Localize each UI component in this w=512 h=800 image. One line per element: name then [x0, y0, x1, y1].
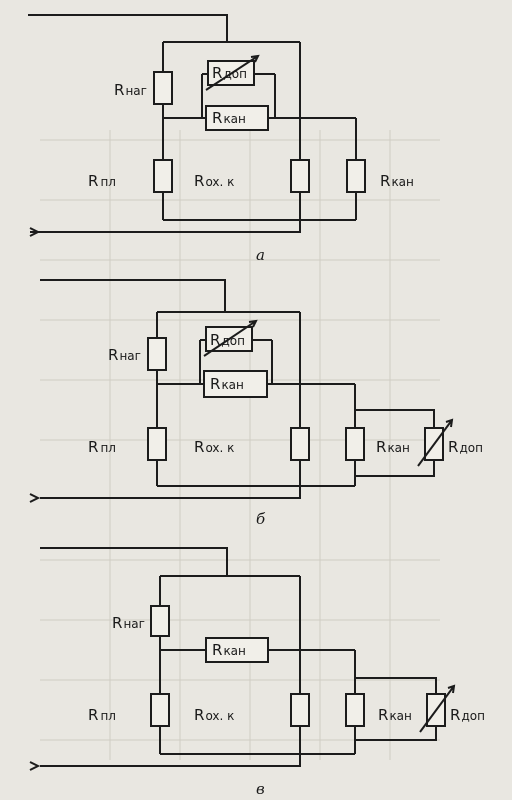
- diagram-c-caption: в: [256, 780, 265, 798]
- diagram-b-wires: [29, 279, 435, 503]
- diagram-b-caption: б: [256, 510, 266, 528]
- diagram-b-r-dop-parallel-arrowhead: [445, 418, 454, 428]
- diagram-c-r-dop-parallel-variable-arrow: [419, 685, 455, 733]
- diagram-c-label-r-kan-series: Rкан: [212, 641, 246, 659]
- diagram-b-r-kan-series-resistor: [203, 370, 268, 398]
- diagram-a-wires: [28, 14, 357, 237]
- diagram-b-r-dop-parallel-variable-arrow: [417, 419, 453, 467]
- diagram-c-label-r-dop-parallel: Rдоп: [450, 706, 485, 724]
- diagram-c-label-r-kan-parallel: Rкан: [378, 706, 412, 724]
- diagram-b-r-nag-resistor: [147, 337, 167, 371]
- diagram-a-r-dop-arrowhead: [250, 54, 260, 63]
- diagram-a-label-r-dop: Rдоп: [212, 64, 247, 82]
- diagram-b-label-r-kan-parallel: Rкан: [376, 438, 410, 456]
- diagram-a-caption: а: [256, 246, 265, 264]
- diagram-a-r-pl-resistor: [153, 159, 173, 193]
- diagram-c-wires: [29, 547, 437, 771]
- diagram-c-r-kan-series-resistor: [205, 637, 269, 663]
- diagram-a-r-dop-variable-arrow: [205, 55, 259, 91]
- diagram-b-r-kan-parallel-resistor: [345, 427, 365, 461]
- diagram-b-r-dop-variable-arrow: [203, 320, 257, 357]
- diagram-c-label-r-oxk: Rox. к: [194, 706, 234, 724]
- diagram-c-r-dop-parallel-arrowhead: [447, 684, 456, 694]
- diagram-a-r-kan-series-resistor: [205, 105, 269, 131]
- diagram-a-label-r-oxk: Rox. к: [194, 172, 234, 190]
- diagram-b-label-r-nag: Rнаг: [108, 346, 141, 364]
- diagram-c-label-r-nag: Rнаг: [112, 614, 145, 632]
- diagram-a-label-r-kan-parallel: Rкан: [380, 172, 414, 190]
- diagram-b-r-dop-arrowhead: [248, 319, 258, 328]
- diagram-b-label-r-oxk: Rox. к: [194, 438, 234, 456]
- diagram-c-r-oxk-resistor: [290, 693, 310, 727]
- diagram-a-label-r-nag: Rнаг: [114, 81, 147, 99]
- diagram-b-r-oxk-resistor: [290, 427, 310, 461]
- diagram-a-r-nag-resistor: [153, 71, 173, 105]
- diagram-b-r-pl-resistor: [147, 427, 167, 461]
- diagram-a-label-r-kan-series: Rкан: [212, 109, 246, 127]
- diagram-a-r-oxk-resistor: [290, 159, 310, 193]
- diagram-a-r-kan-parallel-resistor: [346, 159, 366, 193]
- diagram-c-r-kan-parallel-resistor: [345, 693, 365, 727]
- diagram-b-label-r-kan-series: Rкан: [210, 375, 244, 393]
- diagram-c-r-pl-resistor: [150, 693, 170, 727]
- background-grid: [40, 130, 440, 760]
- diagram-b-label-r-dop: Rдоп: [210, 331, 245, 349]
- diagram-c-r-nag-resistor: [150, 605, 170, 637]
- diagram-b-label-r-dop-parallel: Rдоп: [448, 438, 483, 456]
